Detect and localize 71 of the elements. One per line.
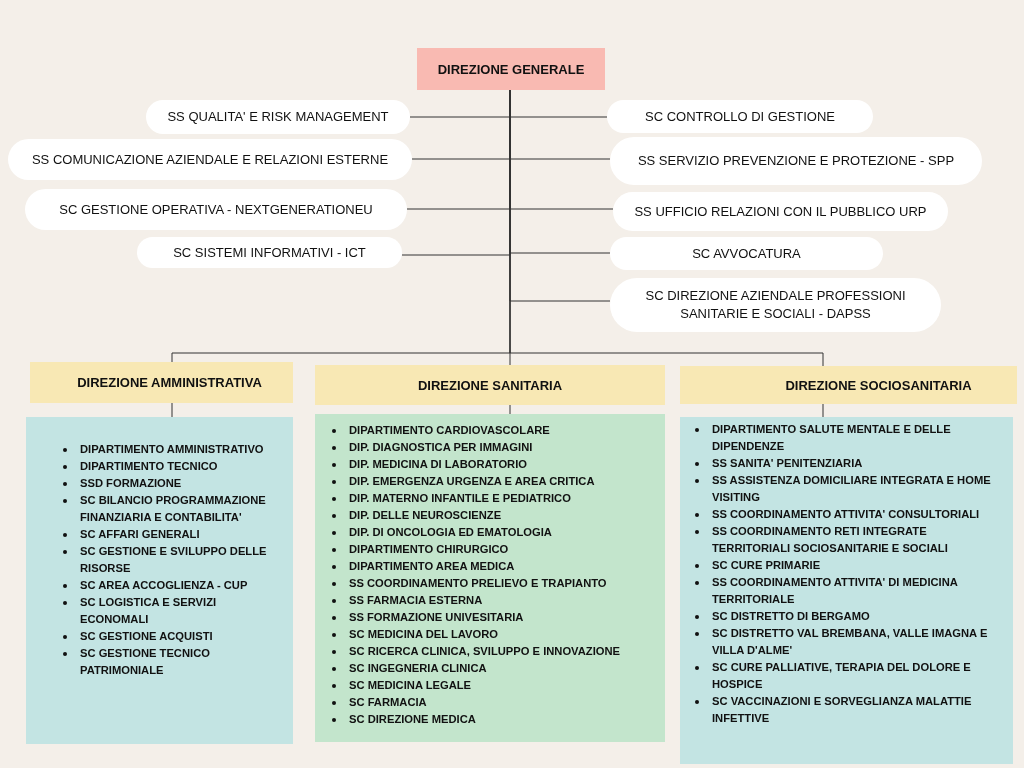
list-item: SS COORDINAMENTO ATTIVITA' DI MEDICINA TERRITORIALE <box>712 575 959 607</box>
list-item: SC CURE PALLIATIVE, TERAPIA DEL DOLORE E HOSPICE <box>712 660 972 692</box>
title-box <box>417 48 605 90</box>
list-item: SS SANITA' PENITENZIARIA <box>712 456 864 471</box>
unit-pill <box>8 139 412 180</box>
unit-pill <box>610 237 883 270</box>
unit-name: SS UFFICIO RELAZIONI CON IL PUBBLICO URP <box>634 202 927 221</box>
connector-line <box>509 404 511 415</box>
list-item: SC RICERCA CLINICA, SVILUPPO E INNOVAZIONE <box>349 644 620 659</box>
unit-name: SS QUALITA' E RISK MANAGEMENT <box>167 108 389 126</box>
list-item: SC LOGISTICA E SERVIZI ECONOMALI <box>80 595 218 627</box>
list-item: SC DIREZIONE MEDICA <box>349 712 477 727</box>
unit-pill <box>146 100 410 134</box>
list-item: SC INGEGNERIA CLINICA <box>349 661 488 676</box>
list-item: DIPARTIMENTO AMMINISTRATIVO <box>80 442 265 457</box>
list-item: SS ASSISTENZA DOMICILIARE INTEGRATA E HOME VISITING <box>712 473 992 505</box>
heading: DIREZIONE GENERALE <box>437 61 585 77</box>
unit-name: SS SERVIZIO PREVENZIONE E PROTEZIONE - SPP <box>637 152 955 170</box>
direction-box <box>680 366 1017 404</box>
list-item: SC FARMACIA <box>349 695 428 710</box>
unit-pill <box>610 137 982 185</box>
list-item: DIP. DI ONCOLOGIA ED EMATOLOGIA <box>349 525 553 540</box>
connector-line <box>822 403 824 418</box>
unit-name: SS COMUNICAZIONE AZIENDALE E RELAZIONI ESTERNE <box>31 150 389 169</box>
list-item: SC DISTRETTO VAL BREMBANA, VALLE IMAGNA E VILLA D'ALME' <box>712 626 989 658</box>
list-item: SC BILANCIO PROGRAMMAZIONE FINANZIARIA E CONTABILITA' <box>80 493 267 525</box>
list-item: DIP. DIAGNOSTICA PER IMMAGINI <box>349 440 534 455</box>
list-item: DIPARTIMENTO CHIRURGICO <box>349 542 510 557</box>
list-item: SC AFFARI GENERALI <box>80 527 201 542</box>
list-panel <box>315 414 665 742</box>
list-item: SC MEDICINA LEGALE <box>349 678 473 693</box>
heading: DIREZIONE AMMINISTRATIVA <box>77 375 262 390</box>
unit-name: SC CONTROLLO DI GESTIONE <box>645 107 835 126</box>
unit-pill <box>25 189 407 230</box>
list-item: DIP. EMERGENZA URGENZA E AREA CRITICA <box>349 474 596 489</box>
list-item: DIPARTIMENTO TECNICO <box>80 459 219 474</box>
list-item: SS FORMAZIONE UNIVESITARIA <box>349 610 525 625</box>
list-item: SC DISTRETTO DI BERGAMO <box>712 609 871 624</box>
unit-pill <box>613 192 948 231</box>
unit-pill <box>610 278 941 332</box>
list-item: SS COORDINAMENTO PRELIEVO E TRAPIANTO <box>349 576 608 591</box>
unit-name: SC AVVOCATURA <box>692 244 801 263</box>
connector-line <box>171 402 173 418</box>
list-panel <box>26 417 293 744</box>
list-item: SS COORDINAMENTO RETI INTEGRATE TERRITORIALI SOCIOSANITARIE E SOCIALI <box>712 524 949 556</box>
unit-name: SC GESTIONE OPERATIVA - NEXTGENERATIONEU <box>59 200 373 219</box>
list-item: SC GESTIONE ACQUISTI <box>80 629 214 644</box>
list-item: SS FARMACIA ESTERNA <box>349 593 484 608</box>
list-item: DIPARTIMENTO SALUTE MENTALE E DELLE DIPENDENZE <box>712 422 952 454</box>
unit-name: SC SISTEMI INFORMATIVI - ICT <box>173 243 366 262</box>
unit-name: SC DIREZIONE AZIENDALE PROFESSIONI SANITARIE E SOCIALI - DAPSS <box>644 287 907 323</box>
unit-pill <box>607 100 873 133</box>
list-item: SC VACCINAZIONI E SORVEGLIANZA MALATTIE INFETTIVE <box>712 694 973 726</box>
list-item: SC MEDICINA DEL LAVORO <box>349 627 499 642</box>
list-item: SC GESTIONE TECNICO PATRIMONIALE <box>80 646 211 678</box>
list-item: DIP. MATERNO INFANTILE E PEDIATRICO <box>349 491 572 506</box>
direction-box <box>315 365 665 405</box>
list-item: SSD FORMAZIONE <box>80 476 183 491</box>
direction-box <box>30 362 293 403</box>
list-item: SS COORDINAMENTO ATTIVITA' CONSULTORIALI <box>712 507 981 522</box>
list-panel <box>680 417 1013 764</box>
list-item: SC CURE PRIMARIE <box>712 558 822 573</box>
list-item: DIPARTIMENTO CARDIOVASCOLARE <box>349 423 551 438</box>
list-item: DIP. MEDICINA DI LABORATORIO <box>349 457 528 472</box>
heading: DIREZIONE SOCIOSANITARIA <box>785 377 972 393</box>
list-item: DIPARTIMENTO AREA MEDICA <box>349 559 516 574</box>
list-item: DIP. DELLE NEUROSCIENZE <box>349 508 503 523</box>
list-item: SC GESTIONE E SVILUPPO DELLE RISORSE <box>80 544 268 576</box>
list-item: SC AREA ACCOGLIENZA - CUP <box>80 578 249 593</box>
heading: DIREZIONE SANITARIA <box>417 377 563 393</box>
unit-pill <box>137 237 402 268</box>
